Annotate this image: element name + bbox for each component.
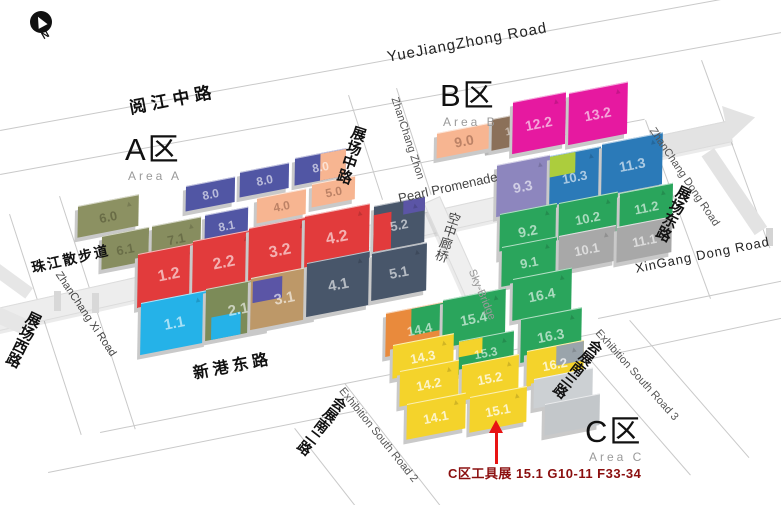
entrance-arrow-icon: ▲	[512, 390, 522, 401]
hall-2-2-label: 2.2	[211, 252, 237, 274]
promenade-pillar-2	[92, 293, 99, 313]
hall-12-2: ▲ 12.2	[512, 91, 567, 155]
hall-14-1-label: 14.1	[422, 406, 450, 427]
hall-5-1: ▲5.1	[371, 242, 427, 302]
hall-10-1-label: 10.1	[573, 239, 602, 259]
road-yuejiangzhong-en: YueJiangZhong Road	[385, 19, 549, 66]
hall-14-4-label: 14.4	[406, 319, 434, 339]
compass-n-label: N	[39, 28, 52, 43]
entrance-arrow-icon: ▲	[603, 195, 613, 207]
hall-5-1-label: 5.1	[387, 262, 411, 282]
entrance-arrow-icon: ▲	[535, 159, 545, 170]
entrance-arrow-icon: ▲	[451, 396, 461, 408]
hall-8-0a: 8.0	[185, 176, 236, 212]
hall-2-1-label: 2.1	[226, 298, 250, 320]
hall-5-2-label: 5.2	[388, 215, 410, 234]
hall-15-1-label: 15.1	[484, 400, 513, 420]
hall-16-3-label: 16.3	[536, 325, 566, 347]
compass-north-icon	[30, 11, 52, 33]
hall-14-3-label: 14.3	[409, 346, 437, 367]
hall-10-3-label: 10.3	[561, 166, 589, 187]
hall-4-1: ▲ 4.1	[306, 250, 370, 318]
hall-12-2-label: 12.2	[524, 112, 554, 134]
hall-5-0-label: 5.0	[323, 183, 343, 201]
hall-9-0-label: 9.0	[453, 131, 476, 151]
hall-4-0-label: 4.0	[271, 198, 291, 215]
entrance-arrow-icon: ▲	[586, 150, 596, 161]
area-a-title: A区	[125, 132, 181, 167]
hall-4-1-label: 4.1	[326, 274, 350, 295]
flyover-pillar	[766, 228, 773, 246]
entrance-arrow-icon: ▲	[491, 292, 501, 303]
entrance-arrow-icon: ▲	[412, 246, 422, 258]
block-boundary-line	[598, 278, 781, 319]
hall-8-0c-label: 8.0	[310, 158, 330, 176]
hall-brown-a-label: 1	[504, 125, 513, 139]
hall-3-2-label: 3.2	[267, 240, 293, 262]
hall-9-3-label: 9.3	[511, 176, 535, 197]
entrance-arrow-icon: ▲	[355, 207, 365, 219]
area-a-subtitle: Area A	[128, 169, 183, 183]
entrance-arrow-icon: ▲	[658, 187, 668, 198]
entrance-arrow-icon: ▲	[504, 358, 514, 369]
entrance-arrow-icon: ▲	[542, 207, 552, 218]
area-b-title: B区	[440, 78, 496, 113]
road-yuejiang-cjk: 阅江中路	[127, 82, 218, 118]
entrance-arrow-icon: ▲	[124, 198, 134, 209]
walkway-pearl-cjk: 珠江散步道	[29, 242, 112, 276]
arrow-stem	[494, 433, 498, 464]
area-c-title: C区	[585, 414, 643, 449]
promenade-pillar-1	[54, 291, 61, 311]
hall-15-2-label: 15.2	[476, 368, 505, 388]
entrance-arrow-icon: ▲	[601, 229, 611, 240]
entrance-arrow-icon: ▲	[567, 311, 577, 322]
hall-10-2-label: 10.2	[574, 207, 602, 228]
flyover-head	[722, 99, 759, 142]
hall-16-4-label: 16.4	[527, 284, 557, 306]
hall-8-1-label: 8.1	[216, 217, 236, 235]
promenade-ramp-left	[0, 254, 33, 299]
entrance-arrow-icon: ▲	[193, 294, 203, 305]
hall-6-0-label: 6.0	[97, 207, 119, 226]
hall-4-2-label: 4.2	[324, 227, 350, 249]
area-c-subtitle: Area C	[589, 450, 645, 464]
entrance-arrow-icon: ▲	[551, 96, 561, 107]
hall-1-1-label: 1.1	[162, 312, 186, 334]
hall-9-1-label: 9.1	[518, 253, 540, 272]
hall-5-2-section	[373, 211, 392, 252]
entrance-arrow-icon: ▲	[542, 240, 552, 252]
area-b-subtitle: Area B	[443, 115, 498, 129]
hall-13-2-label: 13.2	[583, 103, 613, 125]
hall-16-2-label: 16.2	[541, 354, 570, 374]
hall-9-2-label: 9.2	[516, 221, 540, 241]
hall-13-2: ▲13.2	[568, 81, 628, 146]
entrance-arrow-icon: ▲	[444, 363, 454, 375]
annotation-text: C区工具展 15.1 G10-11 F33-34	[448, 466, 642, 481]
hall-8-0a-label: 8.0	[200, 186, 220, 203]
hall-8-0b-label: 8.0	[254, 172, 274, 189]
entrance-arrow-icon: ▲	[613, 85, 623, 97]
entrance-arrow-icon: ▲	[569, 344, 579, 355]
annotation-arrow-icon	[489, 420, 503, 464]
hall-11-2-label: 11.2	[632, 197, 660, 217]
entrance-arrow-icon: ▲	[186, 220, 196, 232]
entrance-arrow-icon: ▲	[439, 337, 449, 348]
hall-6-1-label: 6.1	[114, 239, 136, 258]
north-arrow-icon	[33, 13, 48, 29]
entrance-arrow-icon: ▲	[499, 334, 509, 346]
hall-3-1-label: 3.1	[272, 287, 296, 309]
road-south2-cjk: 会展南二路	[294, 393, 350, 459]
road-xingangdong-cjk: 新港东路	[191, 350, 274, 383]
hall-11-3-label: 11.3	[617, 154, 647, 176]
block-boundary-line	[0, 0, 781, 131]
hall-14-2-label: 14.2	[415, 373, 443, 394]
arrow-head	[489, 420, 503, 433]
entrance-arrow-icon: ▲	[557, 271, 567, 283]
hall-1-2-label: 1.2	[156, 264, 182, 286]
entrance-arrow-icon: ▲	[355, 255, 365, 266]
